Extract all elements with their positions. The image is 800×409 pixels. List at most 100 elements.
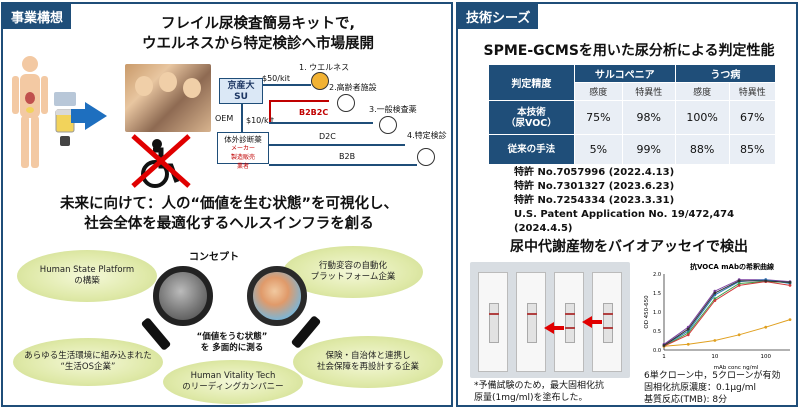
vision-statement: 未来に向けて：人の“価値を生む状態”を可視化し、 社会全体を最適化するヘルスイン… — [11, 194, 447, 234]
patent-item: 特許 No.7254334 (2023.3.31) — [514, 195, 675, 206]
test-strip — [478, 272, 508, 372]
diagnostics-maker-label: 体外診断薬 — [224, 135, 262, 144]
row-header-line1: 本技術 — [517, 106, 546, 118]
university-label: 京産大 — [227, 81, 255, 91]
x-tick-label: 1 — [662, 354, 666, 360]
flow-arrow-icon — [71, 102, 107, 130]
data-point — [764, 279, 768, 283]
human-body-icon — [12, 56, 48, 168]
elderly-facility-icon — [337, 94, 355, 112]
table-row: 本技術 （尿VOC） 75% 98% 100% 67% — [488, 100, 776, 135]
bioassay-title: 尿中代謝産物をバイオアッセイで検出 — [510, 239, 748, 255]
toilet-icon — [379, 116, 397, 134]
patent-item: U.S. Patent Application No. 19/472,474 (… — [514, 209, 735, 234]
leaf-line1: 行動変容の自動化 — [318, 261, 387, 271]
sub-header: 感度 — [674, 82, 730, 101]
distributor-sub-label: 製造販売 — [230, 154, 255, 161]
wellness-icon — [311, 72, 329, 90]
series-line — [663, 281, 791, 347]
data-point — [737, 333, 741, 337]
chart-y-axis-label: OD 450-650 — [644, 295, 650, 329]
group-header-sarcopenia: サルコペニア — [573, 64, 676, 83]
data-point — [788, 280, 792, 284]
row-header-line2: （尿VOC） — [506, 117, 557, 129]
data-point — [713, 339, 717, 342]
y-tick-label: 0.5 — [653, 329, 661, 335]
table-cell: 100% — [674, 100, 730, 135]
maker-sub-label: メーカー — [230, 145, 255, 152]
table-row: 従来の手法 5% 99% 88% 85% — [488, 134, 776, 165]
data-point — [686, 327, 690, 331]
oem-connector — [241, 104, 243, 132]
series-line — [663, 281, 791, 347]
b2b-label: B2B — [339, 152, 356, 161]
y-tick-label: 2.0 — [653, 272, 661, 278]
vision-line1: 未来に向けて：人の“価値を生む状態”を可視化し、 — [59, 196, 399, 212]
price-mid-label: $10/kit — [246, 116, 274, 125]
leaf-line1: Human Vitality Tech — [190, 371, 276, 381]
b2b-connector — [269, 164, 417, 166]
university-box: 京産大 SU — [219, 78, 263, 104]
chart-note: 6単クローン中，5クローンが有効 固相化抗原濃度：0.1μg/ml 基質反応(T… — [644, 370, 781, 405]
channel-retail-label: 3.一般検査薬 — [369, 105, 417, 114]
leaf-line2: のリーディングカンパニー — [182, 382, 284, 392]
sub-header: 感度 — [573, 82, 623, 101]
data-point — [713, 291, 717, 295]
table-cell: 85% — [728, 134, 776, 165]
dilution-curve-chart: 抗VOCA mAbの希釈曲線 OD 450-650 mAb conc ng/ml… — [644, 262, 792, 371]
patent-item: 特許 No.7301327 (2023.6.23) — [514, 181, 675, 192]
series-line — [663, 319, 791, 347]
b2b2c-connector — [269, 100, 329, 102]
business-plan-panel: 事業構想 フレイル尿検査簡易キットで, ウエルネスから特定検診へ市場展開 — [1, 2, 453, 407]
table-cell: 5% — [573, 134, 623, 165]
y-tick-label: 1.0 — [653, 310, 661, 316]
photo-note: *予備試験のため，最大固相化抗 原量(1mg/ml)を塗布した。 — [474, 380, 604, 404]
row-header: 従来の手法 — [488, 134, 575, 165]
b2b2c-label: B2B2C — [299, 108, 329, 117]
magnifier-mono-icon — [153, 266, 213, 326]
price-top-label: $50/kit — [262, 74, 290, 83]
table-cell: 67% — [728, 100, 776, 135]
table-cell: 99% — [621, 134, 676, 165]
patent-list: 特許 No.7057996 (2022.4.13) 特許 No.7301327 … — [514, 166, 796, 236]
elderly-people-photo — [125, 64, 211, 132]
test-strip-photo — [470, 262, 630, 378]
leaf-line2: の構築 — [74, 276, 100, 286]
magnifier-color-icon — [247, 266, 307, 326]
photo-note-line2: 原量(1mg/ml)を塗布した。 — [474, 393, 588, 403]
test-strip — [516, 272, 546, 372]
leaf-line2: プラットフォーム企業 — [310, 272, 396, 282]
table-cell: 98% — [621, 100, 676, 135]
business-title-line2: ウエルネスから特定検診へ市場展開 — [142, 36, 374, 52]
x-tick-label: 10 — [711, 354, 718, 360]
chart-note-line3: 基質反応(TMB): 8分 — [644, 395, 728, 405]
d2c-connector — [269, 144, 405, 146]
sub-header: 特異性 — [728, 82, 776, 101]
channel-wellness-label: 1. ウエルネス — [299, 63, 350, 72]
cross-mark-icon — [131, 134, 191, 188]
chart-x-axis-label: mAb conc ng/ml — [714, 365, 759, 371]
technology-panel: 技術シーズ SPME-GCMSを用いた尿分析による判定性能 判定精度 サルコペニ… — [456, 2, 798, 407]
vision-line2: 社会全体を最適化するヘルスインフラを創る — [84, 216, 374, 232]
leaf-line2: 社会保障を再設計する企業 — [316, 362, 419, 372]
group-header-depression: うつ病 — [674, 64, 777, 83]
performance-table: 判定精度 サルコペニア うつ病 感度 特異性 感度 特異性 本技術 （尿VOC）… — [488, 64, 777, 165]
leaf-line2: “生活OS企業” — [60, 362, 116, 372]
concept-leaf-insurance: 保険・自治体と連携し社会保障を再設計する企業 — [293, 336, 443, 388]
chart-note-line2: 固相化抗原濃度：0.1μg/ml — [644, 383, 757, 393]
data-point — [686, 333, 690, 337]
data-point — [788, 284, 792, 287]
panel-tag: 事業構想 — [3, 4, 72, 29]
wellness-connector — [263, 84, 311, 86]
table-cell: 75% — [573, 100, 623, 135]
checkup-icon — [417, 148, 435, 166]
concept-leaf-life-os: あらゆる生活環境に組み込まれた“生活OS企業” — [13, 338, 163, 386]
panel-tag: 技術シーズ — [458, 4, 539, 29]
d2c-label: D2C — [319, 132, 336, 141]
business-title-line1: フレイル尿検査簡易キットで, — [160, 16, 355, 32]
series-line — [663, 280, 791, 346]
b2b2c-vertical — [269, 100, 271, 122]
data-point — [737, 279, 741, 283]
red-arrow-icon — [582, 316, 602, 328]
